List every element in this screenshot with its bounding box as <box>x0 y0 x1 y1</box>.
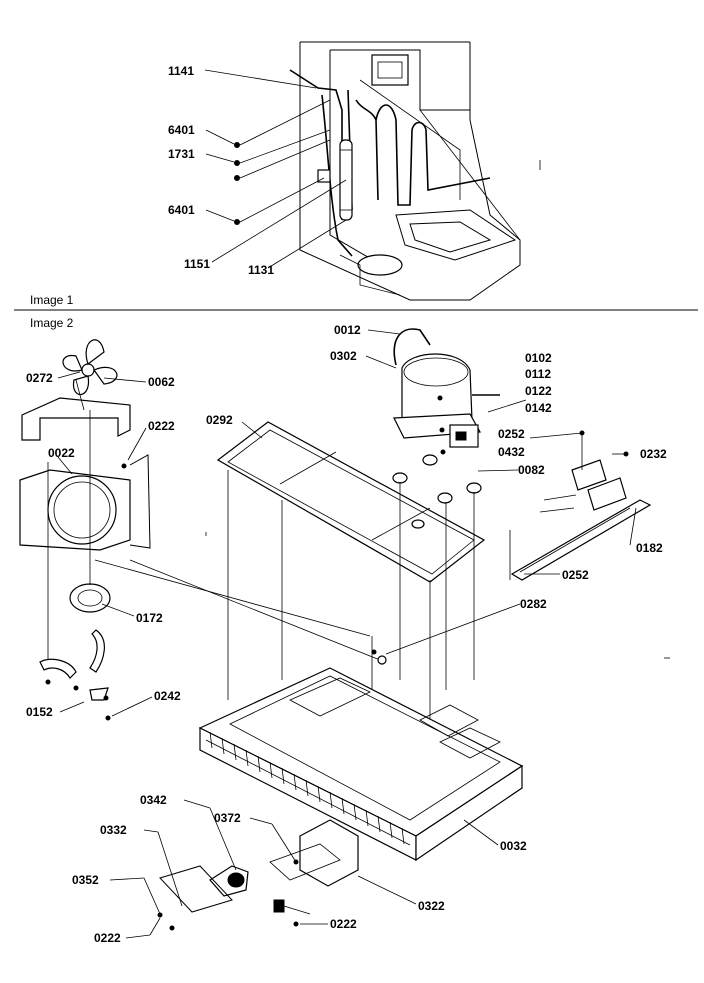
callout-6401-b: 6401 <box>168 203 195 217</box>
fan-blade-icon <box>62 339 118 396</box>
callout-0102: 0102 <box>525 351 552 365</box>
section-title-image2: Image 2 <box>30 316 74 330</box>
callout-0122: 0122 <box>525 384 552 398</box>
condenser-coil-icon <box>509 430 652 581</box>
callout-0222-a: 0222 <box>148 419 175 433</box>
drain-pan-icon <box>216 421 486 583</box>
callout-1131: 1131 <box>248 263 274 277</box>
callout-0232: 0232 <box>640 447 667 461</box>
callout-0152: 0152 <box>26 705 53 719</box>
callout-0302: 0302 <box>330 349 357 363</box>
callout-0432: 0432 <box>498 445 525 459</box>
callout-0142: 0142 <box>525 401 552 415</box>
callout-0062: 0062 <box>148 375 175 389</box>
callout-0082: 0082 <box>518 463 545 477</box>
callout-0332: 0332 <box>100 823 127 837</box>
bracket-icon <box>317 169 331 183</box>
callout-0372: 0372 <box>214 811 241 825</box>
callout-0172: 0172 <box>136 611 163 625</box>
compressor-icon <box>393 328 500 439</box>
callout-0342: 0342 <box>140 793 167 807</box>
base-pan-icon <box>198 667 524 862</box>
callout-0022: 0022 <box>48 446 75 460</box>
switch-bracket-icon <box>159 819 359 915</box>
image2-assembly: 0012 0302 0102 0112 0122 0142 0272 0062 … <box>19 323 670 945</box>
callout-1141: 1141 <box>168 64 194 78</box>
fan-motor-icon <box>39 583 111 701</box>
section-title-image1: Image 1 <box>30 293 74 307</box>
callout-0252-a: 0252 <box>498 427 525 441</box>
callout-1731: 1731 <box>168 147 195 161</box>
callout-0242: 0242 <box>154 689 181 703</box>
compressor-base-icon <box>357 254 403 276</box>
callout-0012: 0012 <box>334 323 361 337</box>
callout-0292: 0292 <box>206 413 233 427</box>
callout-0222-c: 0222 <box>94 931 121 945</box>
callout-0282: 0282 <box>520 597 547 611</box>
image1-assembly: 1141 6401 1731 6401 1151 1131 <box>168 41 541 301</box>
callout-6401-a: 6401 <box>168 123 195 137</box>
callout-0272: 0272 <box>26 371 53 385</box>
connector-block-icon <box>371 54 409 86</box>
relay-icon <box>449 424 479 448</box>
screw-icon <box>45 463 377 931</box>
grommet-icon <box>392 454 482 504</box>
callout-0222-b: 0222 <box>330 917 357 931</box>
callout-0352: 0352 <box>72 873 99 887</box>
callout-0032: 0032 <box>500 839 527 853</box>
callout-0112: 0112 <box>525 367 551 381</box>
callout-1151: 1151 <box>184 257 210 271</box>
screw-icon <box>234 142 240 225</box>
callout-0322: 0322 <box>418 899 445 913</box>
callout-0182: 0182 <box>636 541 663 555</box>
callout-0252-b: 0252 <box>562 568 589 582</box>
